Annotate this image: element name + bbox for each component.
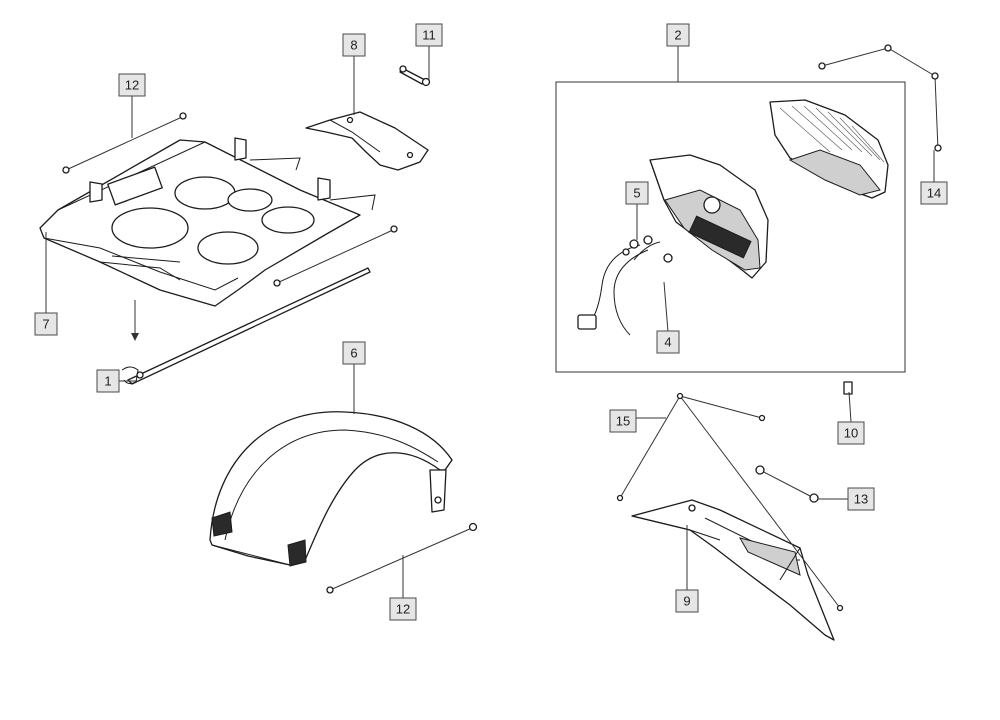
clip-10: [843, 381, 853, 395]
license-bracket-part: [631, 499, 835, 641]
callout-1: 1: [96, 369, 120, 393]
wiring-harness: [577, 235, 673, 336]
callout-8-label: 8: [350, 38, 357, 53]
tail-lamp-lens: [769, 99, 889, 199]
callout-14-label: 14: [927, 186, 941, 201]
callout-7-label: 7: [42, 317, 49, 332]
callout-7: 7: [34, 312, 58, 336]
callout-15-label: 15: [616, 414, 630, 429]
callout-4-label: 4: [664, 335, 671, 350]
bracket-part: [305, 111, 429, 171]
callout-13-label: 13: [854, 492, 868, 507]
callout-12-upper-label: 12: [125, 78, 139, 93]
callout-11-label: 11: [422, 28, 436, 43]
rod-part: [121, 267, 371, 385]
under-tray-part: [39, 137, 376, 307]
bolt-12-upper: [62, 112, 187, 174]
callout-11: 11: [415, 23, 443, 47]
callout-6-label: 6: [350, 346, 357, 361]
callout-1-label: 1: [104, 374, 111, 389]
callout-13: 13: [847, 487, 875, 511]
bolt-11: [399, 65, 431, 87]
bolt-tray-right: [273, 225, 398, 287]
callout-9-label: 9: [683, 594, 690, 609]
callout-8: 8: [342, 33, 366, 57]
callout-5-label: 5: [633, 186, 640, 201]
callout-14: 14: [920, 181, 948, 205]
tail-lamp-housing: [649, 154, 769, 279]
leader-10: [848, 391, 852, 423]
callout-9: 9: [675, 589, 699, 613]
bolt-13: [755, 465, 819, 503]
callout-2-label: 2: [674, 28, 681, 43]
callout-2: 2: [666, 23, 690, 47]
leader-4: [663, 281, 669, 333]
callout-6: 6: [342, 341, 366, 365]
callout-12-upper: 12: [118, 73, 146, 97]
callout-12-lower-label: 12: [396, 602, 410, 617]
rear-fender-part: [209, 411, 453, 567]
callout-12-lower: 12: [389, 597, 417, 621]
callout-4: 4: [656, 330, 680, 354]
bolt-12-lower: [326, 522, 478, 594]
callout-10: 10: [837, 421, 865, 445]
screws-15: [616, 392, 844, 612]
stay-rods-14: [818, 44, 942, 152]
leader-1-arrowhead: [131, 333, 139, 341]
callout-5: 5: [625, 181, 649, 205]
callout-15: 15: [609, 409, 637, 433]
lamp-assembly-group-frame: [555, 81, 906, 373]
callout-10-label: 10: [844, 426, 858, 441]
